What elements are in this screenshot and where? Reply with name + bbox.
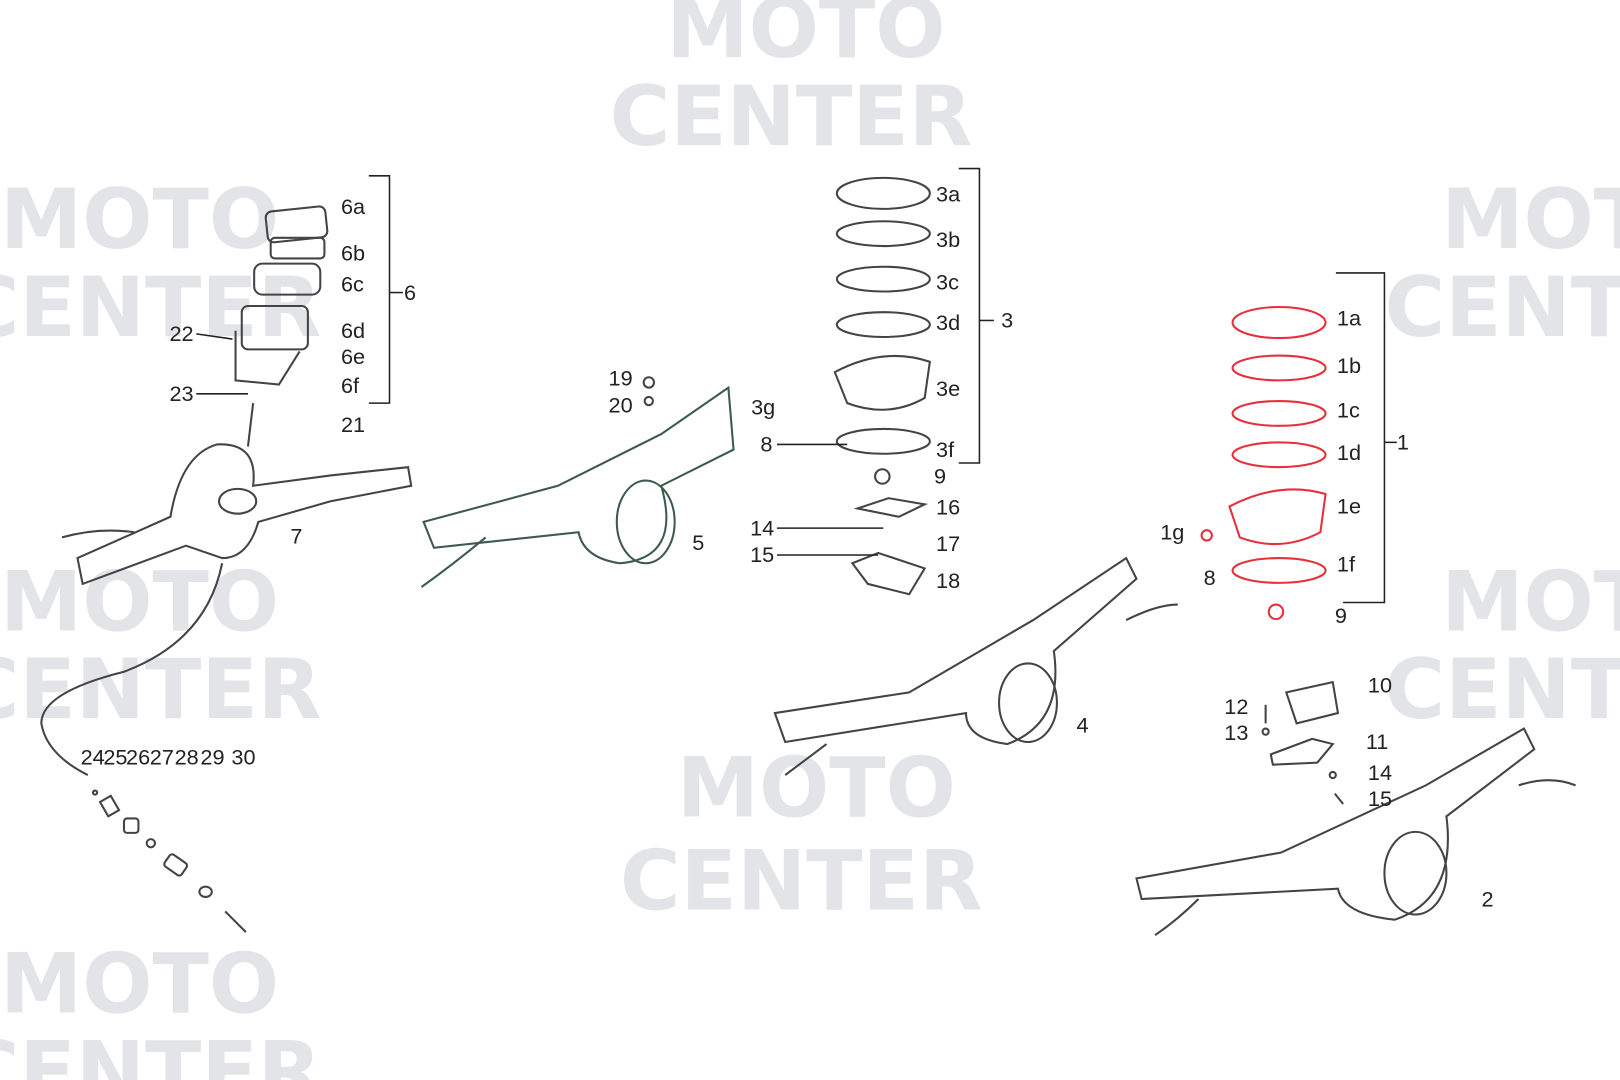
part-label-1a: 1a	[1337, 306, 1362, 331]
handlebar-7	[40, 443, 413, 776]
part-label-3f: 3f	[936, 437, 955, 462]
part-label-4: 4	[1077, 713, 1089, 738]
part-label-15-mid: 15	[750, 542, 774, 567]
part-label-6b: 6b	[341, 241, 365, 266]
part-label-8-right: 8	[1204, 565, 1216, 590]
part-label-28: 28	[175, 745, 199, 770]
part-label-8-left: 8	[760, 432, 772, 457]
part-label-23: 23	[169, 381, 193, 406]
part-label-1b: 1b	[1337, 353, 1361, 378]
part-label-6a: 6a	[341, 194, 366, 219]
part-label-6c: 6c	[341, 272, 364, 297]
handlebar-2	[1135, 727, 1576, 937]
part-label-16: 16	[936, 495, 960, 520]
part-label-3c: 3c	[936, 269, 959, 294]
part-label-25: 25	[103, 745, 127, 770]
part-label-17: 17	[936, 531, 960, 556]
part-label-14-right: 14	[1368, 760, 1392, 785]
watermark-text: CENTER	[0, 642, 321, 738]
part-label-6d: 6d	[341, 318, 365, 343]
part-label-11: 11	[1366, 729, 1389, 754]
watermark-text: MOTO	[666, 0, 945, 77]
part-label-14-mid: 14	[750, 515, 774, 540]
part-label-10: 10	[1368, 672, 1392, 697]
part-label-6f: 6f	[341, 373, 360, 398]
part-label-3b: 3b	[936, 227, 960, 252]
watermark-text: CENTER	[0, 260, 321, 356]
watermark-text: MOTO	[0, 554, 279, 650]
watermark-text: MOTO	[0, 937, 279, 1033]
watermark-text: CENTER	[0, 1024, 321, 1080]
handlebar-4	[773, 556, 1178, 776]
part-label-5: 5	[692, 530, 704, 555]
part-label-1: 1	[1397, 430, 1409, 455]
handlebar-5	[420, 376, 735, 588]
part-label-3d: 3d	[936, 310, 960, 335]
watermark-text: CENTER	[1384, 260, 1620, 356]
part-label-3g: 3g	[751, 394, 775, 419]
part-label-9-mid: 9	[934, 464, 946, 489]
part-label-24: 24	[81, 745, 105, 770]
part-label-12: 12	[1224, 694, 1248, 719]
bracket-parts-10-15	[1261, 680, 1344, 805]
part-label-30: 30	[231, 745, 255, 770]
part-label-9-right: 9	[1335, 603, 1347, 628]
part-label-1f: 1f	[1337, 552, 1356, 577]
part-label-15-right: 15	[1368, 786, 1392, 811]
watermark-text: MOTO	[1441, 554, 1620, 650]
part-label-19: 19	[609, 366, 633, 391]
part-label-27: 27	[150, 745, 174, 770]
part-label-1c: 1c	[1337, 398, 1360, 423]
part-label-3a: 3a	[936, 182, 961, 207]
part-label-13: 13	[1224, 720, 1248, 745]
part-label-1d: 1d	[1337, 440, 1361, 465]
watermark-text: MOTO	[677, 740, 956, 836]
part-number-labels: 6a6b6c6d6e6f62223217192053a3b3c3d3e3f33g…	[81, 182, 1494, 912]
part-label-21: 21	[341, 412, 365, 437]
speedometer-assembly-1	[1200, 272, 1397, 621]
speedometer-assembly-6	[196, 175, 403, 447]
part-label-3: 3	[1001, 308, 1013, 333]
part-label-18: 18	[936, 568, 960, 593]
part-label-29: 29	[200, 745, 224, 770]
part-label-2: 2	[1482, 886, 1494, 911]
part-label-3e: 3e	[936, 376, 960, 401]
watermark-text: MOTO	[1441, 172, 1620, 268]
part-label-26: 26	[126, 745, 150, 770]
cable-fittings-24-30	[91, 789, 247, 933]
watermark-text: CENTER	[1384, 642, 1620, 738]
part-label-1e: 1e	[1337, 494, 1361, 519]
watermark-text: MOTO	[0, 172, 279, 268]
part-label-6e: 6e	[341, 344, 365, 369]
part-label-22: 22	[169, 321, 193, 346]
part-label-1g: 1g	[1160, 519, 1184, 544]
part-label-6: 6	[404, 280, 416, 305]
part-label-7: 7	[290, 524, 302, 549]
watermark-text: CENTER	[610, 69, 973, 165]
speedometer-assembly-3	[776, 167, 994, 596]
part-label-20: 20	[609, 392, 633, 417]
watermark-text: CENTER	[620, 833, 983, 929]
